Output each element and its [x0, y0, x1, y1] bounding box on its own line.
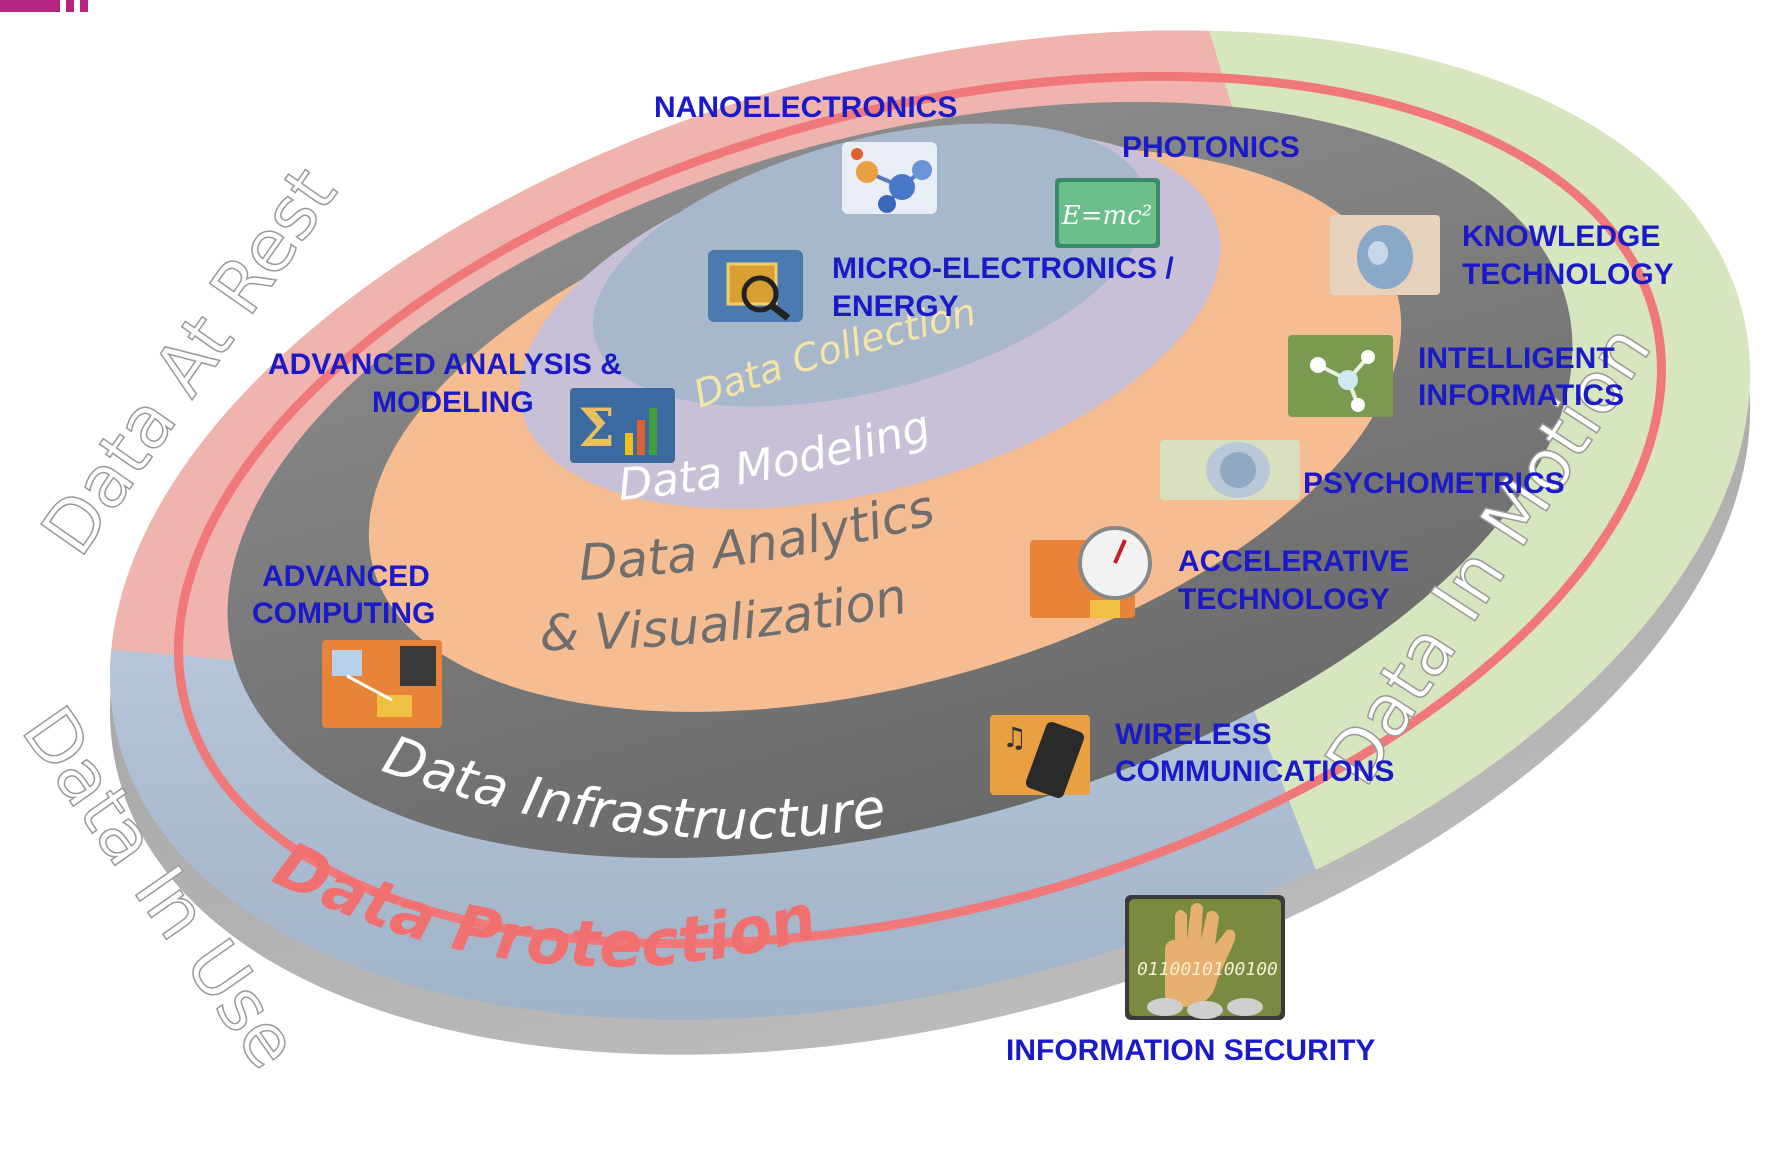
label-wireless-1: WIRELESS — [1115, 718, 1272, 751]
label-micro-electronics-2: ENERGY — [832, 290, 959, 323]
label-photonics: PHOTONICS — [1122, 131, 1300, 164]
label-intelligent-2: INFORMATICS — [1418, 379, 1624, 412]
photonics-icon: E=mc² — [1055, 178, 1160, 248]
corner-logo — [0, 0, 100, 12]
label-accelerative-2: TECHNOLOGY — [1178, 583, 1390, 616]
smartphone-music-icon: ♫ — [990, 715, 1090, 799]
sigma-chart-icon: Σ — [570, 388, 675, 463]
label-advanced-computing-1: ADVANCED — [262, 560, 430, 593]
informatics-molecule-icon — [1288, 335, 1393, 417]
label-advanced-computing-2: COMPUTING — [252, 597, 435, 630]
label-advanced-analysis-2: MODELING — [372, 386, 534, 419]
label-micro-electronics-1: MICRO-ELECTRONICS / — [832, 252, 1174, 285]
speed-gauge-icon — [1030, 526, 1152, 618]
label-information-security: INFORMATION SECURITY — [1006, 1034, 1375, 1067]
label-knowledge-2: TECHNOLOGY — [1462, 258, 1674, 291]
microchip-icon — [708, 250, 803, 322]
label-wireless-2: COMMUNICATIONS — [1115, 755, 1394, 788]
nanoelectronics-icon — [842, 142, 937, 214]
protection-ring — [174, 71, 1666, 949]
security-hand-icon: 0110010100100 — [1125, 895, 1285, 1020]
svg-text:♫: ♫ — [1002, 721, 1027, 754]
knowledge-head-icon — [1330, 215, 1440, 295]
label-intelligent-1: INTELLIGENT — [1418, 342, 1615, 375]
label-advanced-analysis-1: ADVANCED ANALYSIS & — [268, 348, 622, 381]
label-nanoelectronics: NANOELECTRONICS — [654, 91, 957, 124]
label-accelerative-1: ACCELERATIVE — [1178, 545, 1409, 578]
svg-text:E=mc²: E=mc² — [1061, 201, 1152, 231]
computer-network-icon — [322, 640, 442, 728]
svg-text:Σ: Σ — [578, 398, 615, 459]
svg-text:0110010100100: 0110010100100 — [1137, 959, 1278, 980]
label-psychometrics: PSYCHOMETRICS — [1303, 467, 1565, 500]
label-knowledge-1: KNOWLEDGE — [1462, 220, 1660, 253]
psychometrics-head-icon — [1160, 440, 1300, 500]
collection-core — [592, 123, 1148, 407]
